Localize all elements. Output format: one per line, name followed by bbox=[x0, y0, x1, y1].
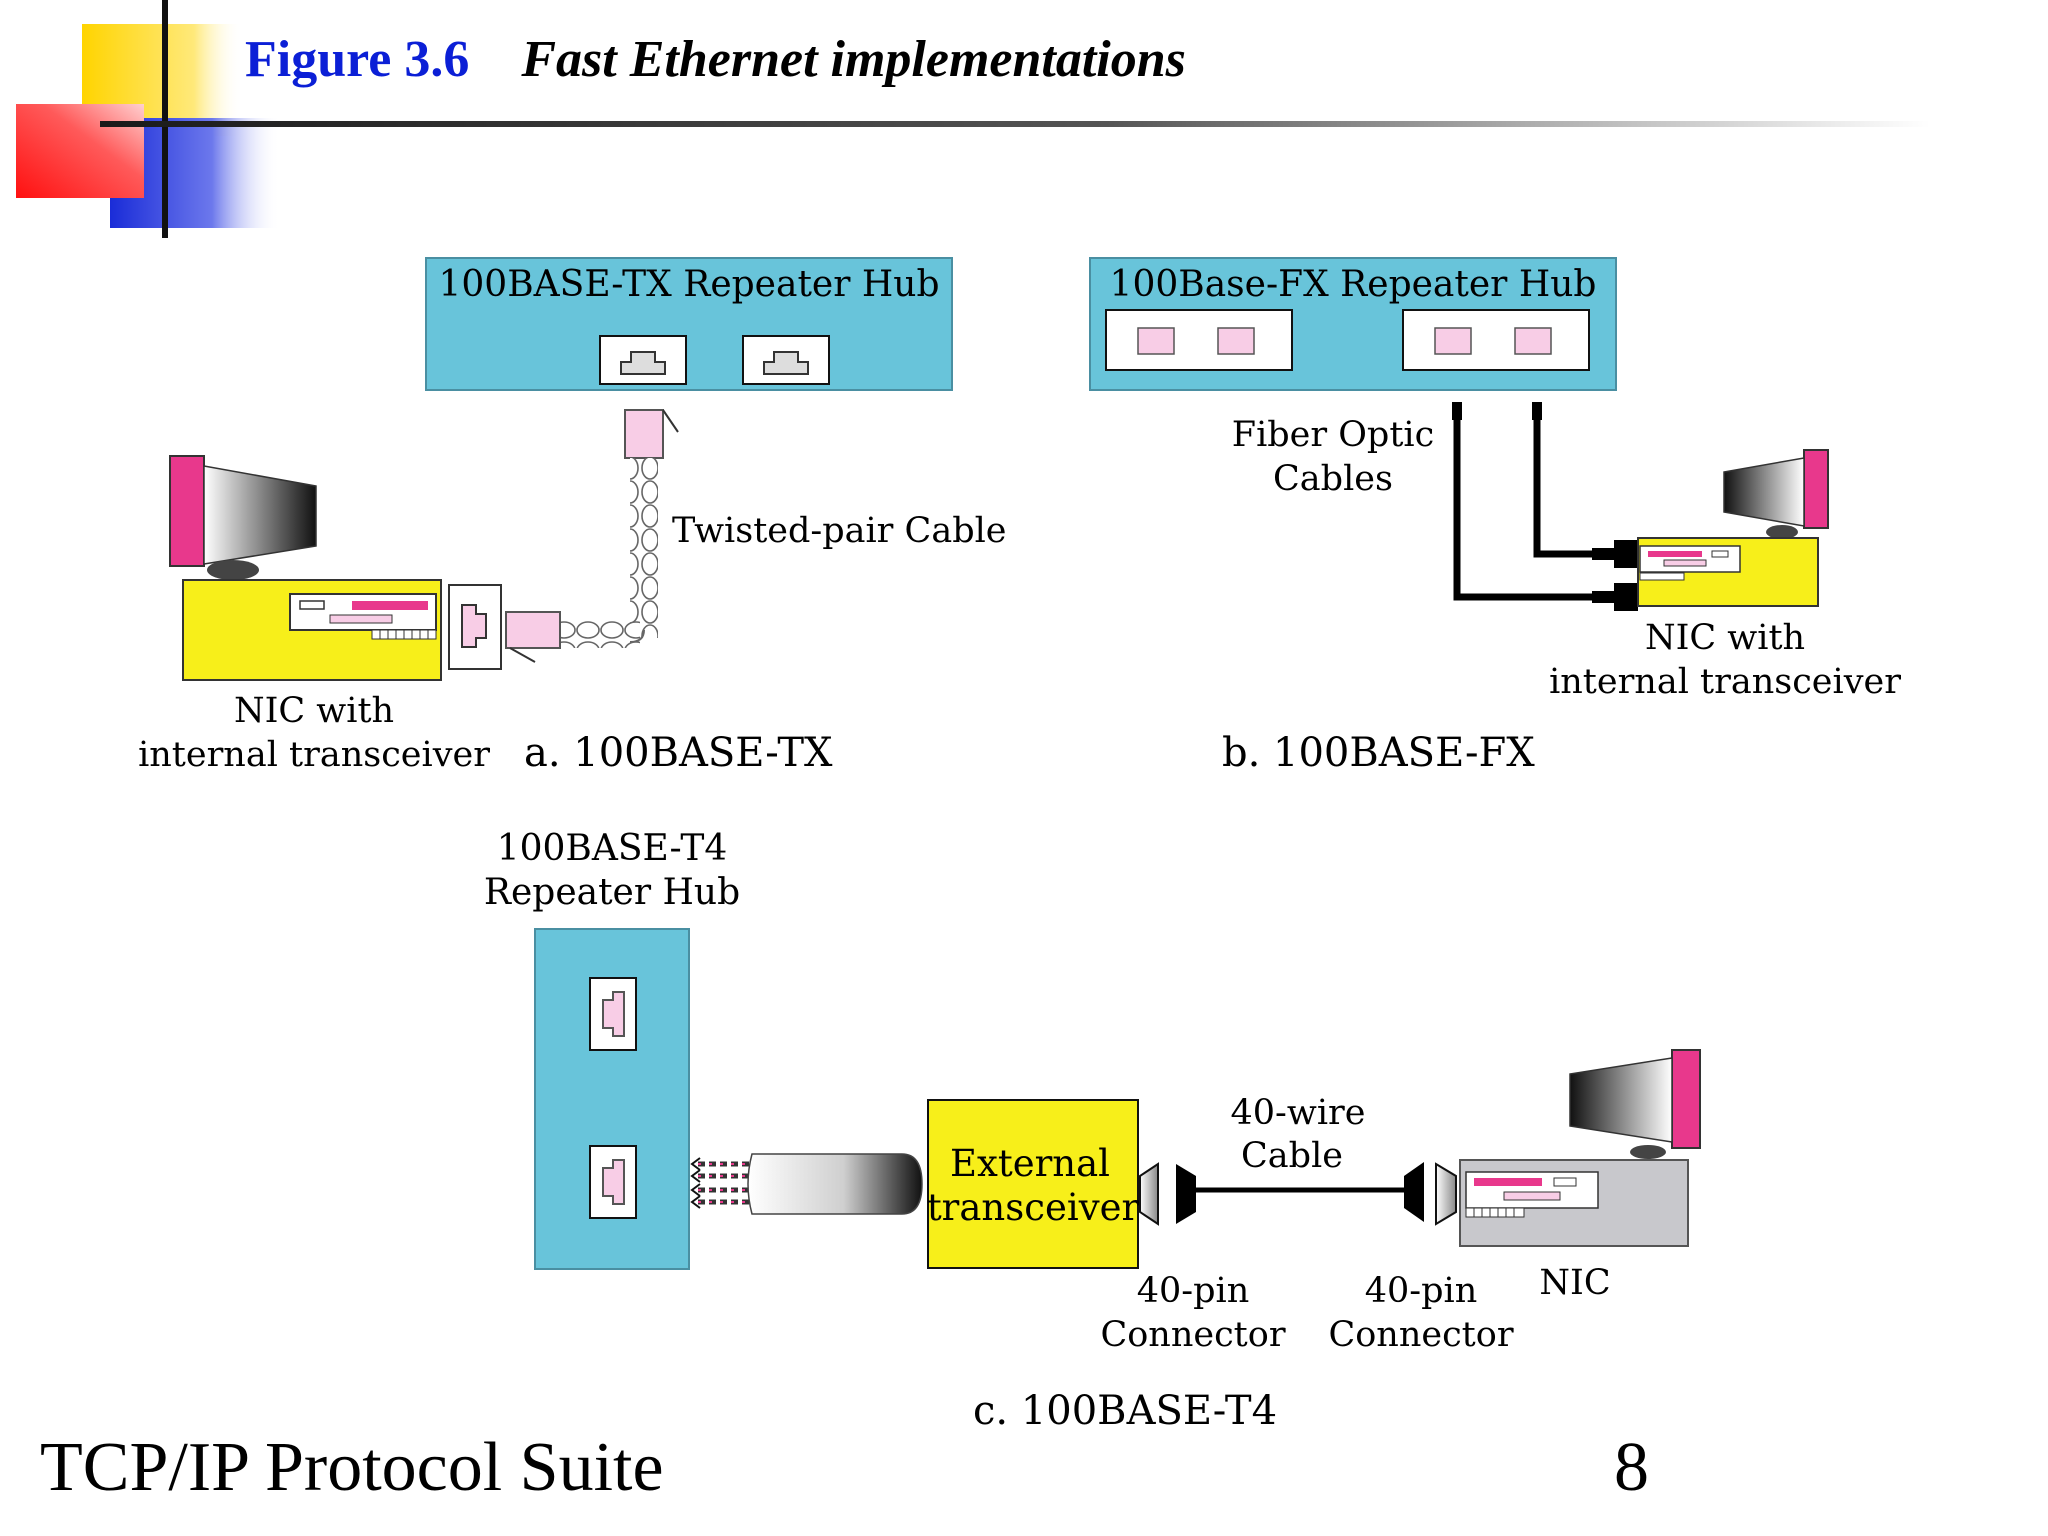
t4-cable-label-line1: 40-wire bbox=[1231, 1093, 1366, 1133]
tx-repeater-hub bbox=[425, 257, 953, 391]
t4-40-pin-connector-right bbox=[1435, 1162, 1457, 1226]
t4-hub-port bbox=[589, 977, 637, 1051]
fx-cable-label-line2: Cables bbox=[1273, 459, 1393, 499]
fx-nic-label-line2: internal transceiver bbox=[1549, 662, 1901, 702]
t4-40-pin-plug-right bbox=[1404, 1162, 1424, 1222]
tx-monitor-stand bbox=[207, 560, 259, 580]
t4-caption: c. 100BASE-T4 bbox=[973, 1388, 1277, 1434]
tx-hub-port bbox=[599, 335, 687, 385]
t4-multi-pair-cable bbox=[747, 1153, 923, 1215]
t4-connector-left-label-line2: Connector bbox=[1100, 1315, 1285, 1355]
title-rule bbox=[100, 121, 1930, 127]
t4-nic-card bbox=[1465, 1171, 1599, 1209]
t4-four-pair-cable-ends bbox=[690, 1157, 752, 1209]
fx-fiber-connector bbox=[1614, 540, 1638, 568]
tx-nic-label-line1: NIC with bbox=[234, 691, 394, 731]
t4-transceiver-label-line1: External bbox=[950, 1142, 1110, 1185]
t4-hub-label-line1: 100BASE-T4 bbox=[497, 828, 728, 869]
tx-caption: a. 100BASE-TX bbox=[524, 730, 833, 776]
tx-monitor-screen bbox=[169, 455, 205, 567]
t4-40-pin-plug-left bbox=[1176, 1164, 1196, 1224]
t4-cable-label-line2: Cable bbox=[1241, 1136, 1343, 1176]
tx-cable-label: Twisted-pair Cable bbox=[672, 511, 1007, 551]
fx-fiber-cable-2 bbox=[1533, 404, 1592, 558]
tx-rj45-plug-nic bbox=[505, 611, 561, 649]
tx-rj45-plug-hub bbox=[624, 409, 664, 459]
t4-40-pin-connector-left bbox=[1139, 1162, 1159, 1226]
t4-computer bbox=[1459, 1049, 1701, 1247]
fx-monitor-screen bbox=[1803, 449, 1829, 529]
tx-nic-label-line2: internal transceiver bbox=[138, 735, 490, 775]
t4-hub-label-line2: Repeater Hub bbox=[484, 872, 740, 913]
tx-twisted-pair-cable-vertical bbox=[630, 458, 658, 638]
fx-caption: b. 100BASE-FX bbox=[1222, 730, 1535, 776]
t4-connector-right-label-line2: Connector bbox=[1328, 1315, 1513, 1355]
t4-hub-port bbox=[589, 1145, 637, 1219]
deco-red-square bbox=[16, 104, 144, 198]
slide-decoration bbox=[16, 0, 1930, 238]
fx-nic-label-line1: NIC with bbox=[1645, 618, 1805, 658]
t4-external-transceiver bbox=[927, 1099, 1139, 1269]
diagram-100base-fx: 100Base-FX Repeater Hub Fiber Optic Cabl… bbox=[1089, 257, 1901, 776]
fx-monitor-stand bbox=[1766, 525, 1798, 539]
tx-monitor bbox=[203, 465, 317, 565]
tx-computer bbox=[169, 455, 502, 681]
t4-monitor bbox=[1569, 1057, 1673, 1143]
fx-monitor bbox=[1723, 457, 1805, 527]
footer-course-title: TCP/IP Protocol Suite bbox=[40, 1429, 664, 1506]
t4-connector-left-label-line1: 40-pin bbox=[1137, 1271, 1250, 1311]
figure-title: Figure 3.6 Fast Ethernet implementations bbox=[245, 30, 1186, 89]
t4-nic-label: NIC bbox=[1539, 1263, 1610, 1303]
fx-fiber-cable-1 bbox=[1453, 404, 1592, 601]
t4-transceiver-label-line2: transceiver bbox=[927, 1186, 1140, 1229]
diagram-100base-t4: 100BASE-T4 Repeater Hub External transce… bbox=[484, 828, 1701, 1434]
t4-connector-right-label-line1: 40-pin bbox=[1365, 1271, 1478, 1311]
figure-name: Fast Ethernet implementations bbox=[521, 31, 1186, 88]
tx-hub-label: 100BASE-TX Repeater Hub bbox=[438, 264, 939, 305]
diagram-100base-tx: 100BASE-TX Repeater Hub Twisted-pair Cab… bbox=[138, 257, 1007, 776]
tx-twisted-pair-cable-horizontal bbox=[560, 620, 640, 648]
fx-fiber-connector bbox=[1614, 583, 1638, 611]
tx-hub-port bbox=[742, 335, 830, 385]
figure-number: Figure 3.6 bbox=[245, 31, 470, 88]
page-number: 8 bbox=[1614, 1429, 1649, 1506]
fx-hub-port bbox=[1105, 309, 1293, 371]
t4-monitor-stand bbox=[1630, 1145, 1666, 1159]
fx-hub-label: 100Base-FX Repeater Hub bbox=[1110, 264, 1597, 305]
fx-nic-card bbox=[1639, 545, 1741, 573]
fx-cable-label-line1: Fiber Optic bbox=[1232, 415, 1434, 455]
fx-hub-port bbox=[1402, 309, 1590, 371]
t4-monitor-screen bbox=[1671, 1049, 1701, 1149]
fx-computer bbox=[1637, 449, 1829, 607]
tx-nic-card bbox=[289, 593, 437, 631]
